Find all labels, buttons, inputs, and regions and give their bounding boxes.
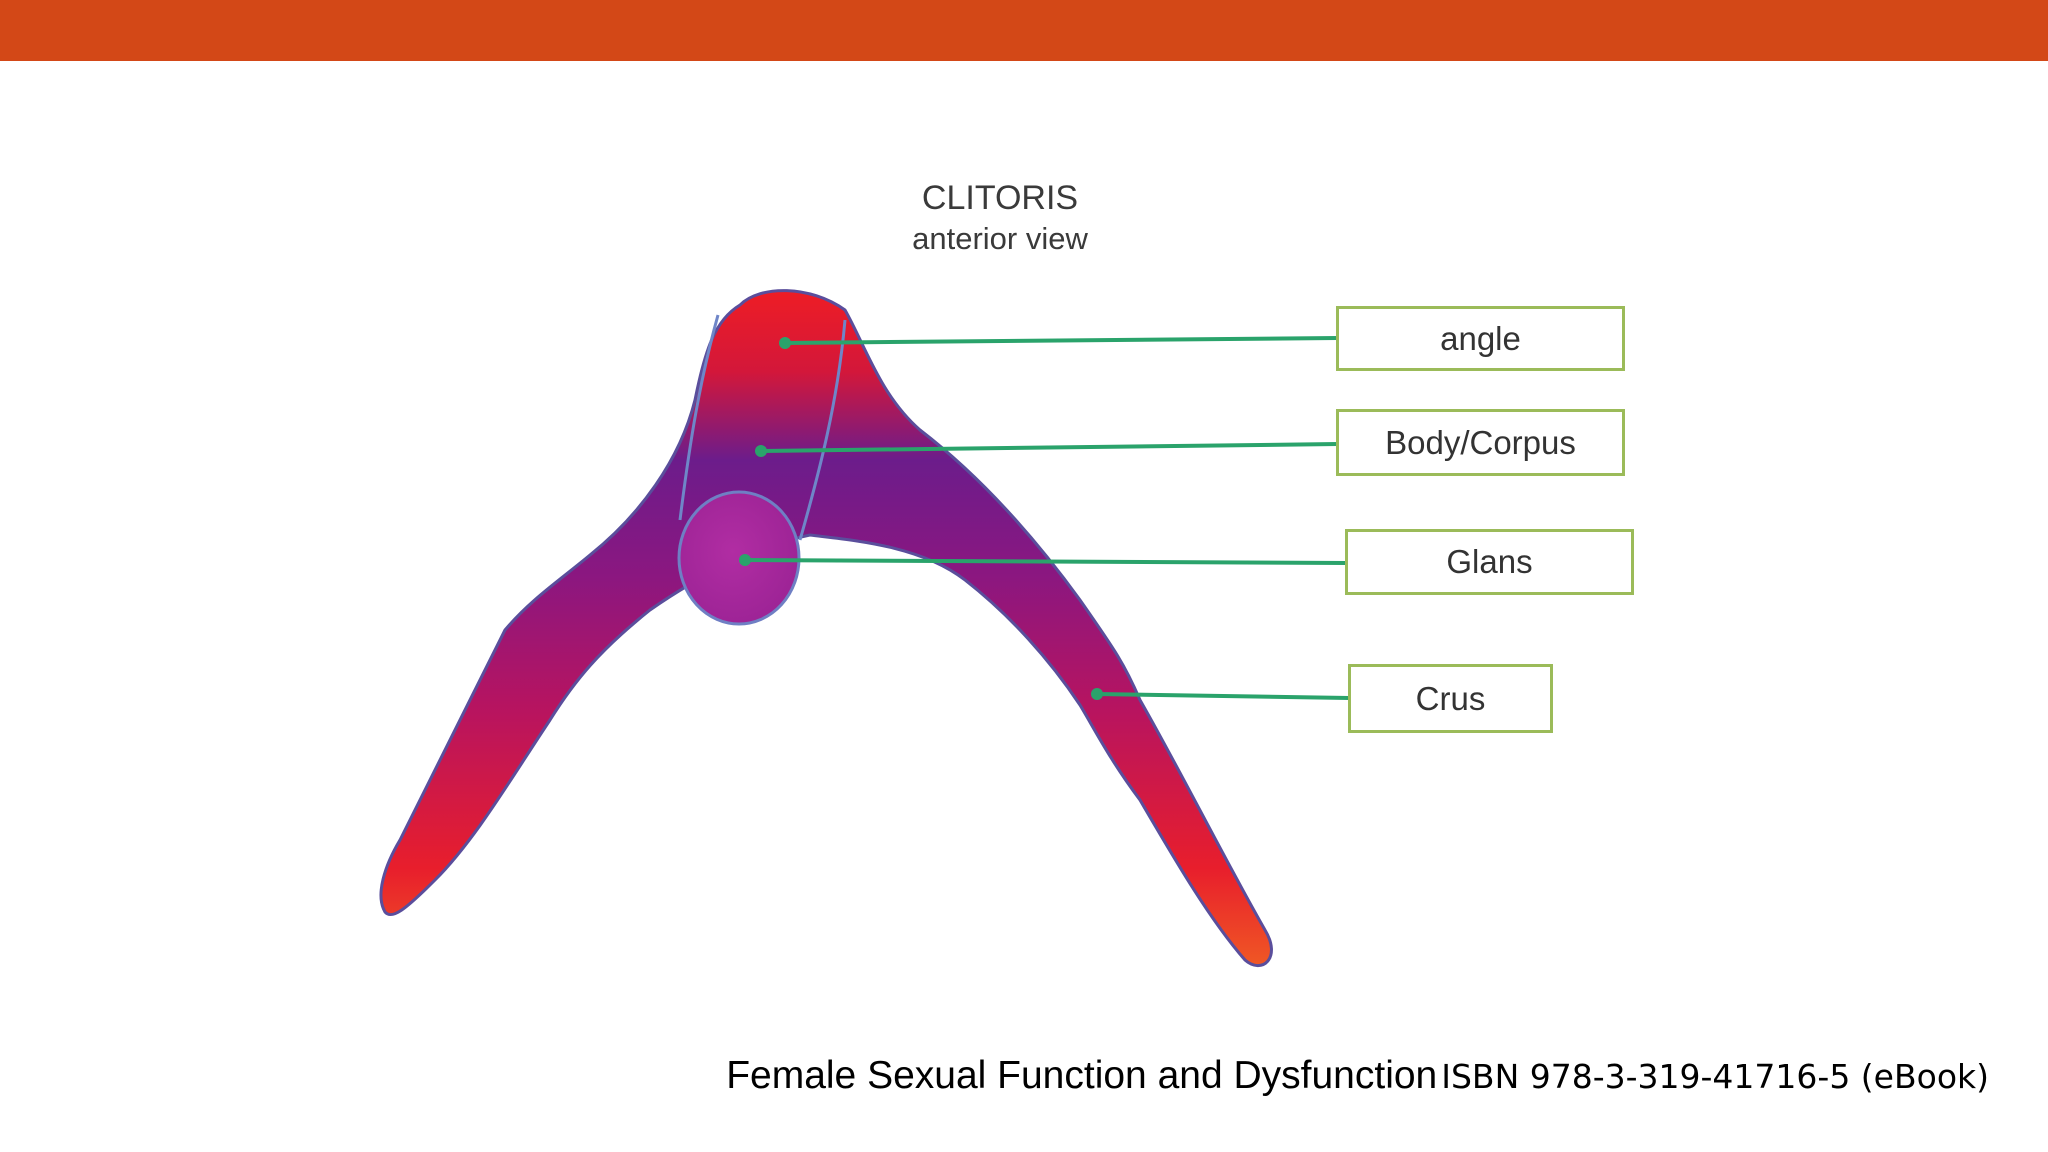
caption-isbn: ISBN 978-3-319-41716-5 (eBook) [1441, 1057, 1989, 1096]
diagram-subtitle: anterior view [912, 221, 1088, 256]
source-caption: Female Sexual Function and Dysfunction I… [726, 1054, 1989, 1098]
leader-line-crus [1096, 692, 1350, 700]
label-glans: Glans [1345, 529, 1634, 595]
tissue-shape [379, 289, 1273, 967]
diagram-title: CLITORIS [921, 179, 1079, 217]
label-body-corpus: Body/Corpus [1336, 409, 1625, 476]
label-crus: Crus [1348, 664, 1553, 733]
corpus-outline [678, 314, 847, 541]
leader-line-body [760, 442, 1339, 453]
leader-dot-glans [739, 554, 751, 566]
top-accent-bar [0, 0, 2048, 61]
leader-line-glans [744, 558, 1348, 565]
leader-line-angle [784, 336, 1339, 345]
caption-book-title: Female Sexual Function and Dysfunction [726, 1054, 1438, 1097]
glans-shape [677, 490, 801, 626]
leader-dot-body [755, 445, 767, 457]
leader-dot-angle [779, 337, 791, 349]
leader-dot-crus [1091, 688, 1103, 700]
label-angle: angle [1336, 306, 1625, 371]
